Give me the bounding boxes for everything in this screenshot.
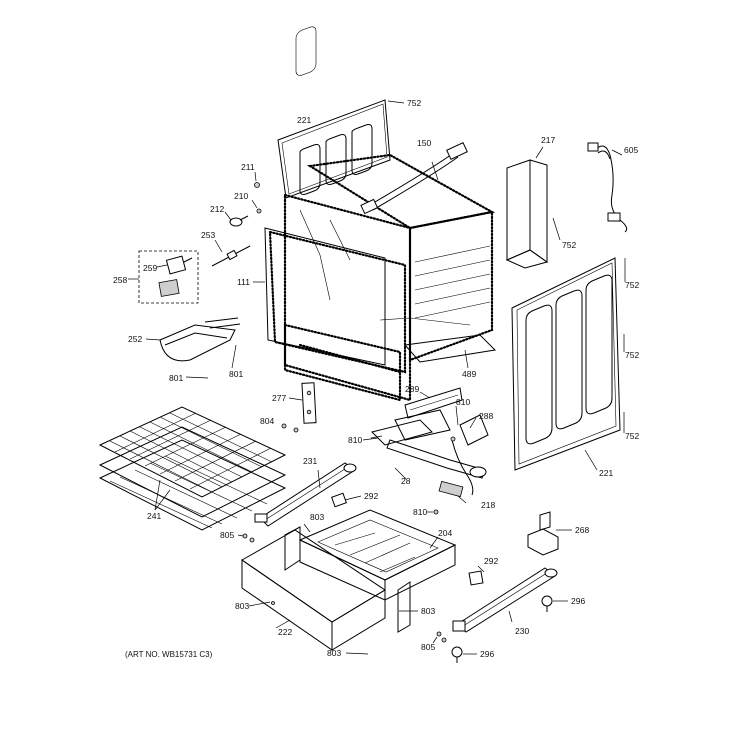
drawer-front-222 xyxy=(241,523,418,655)
callout-752: 752 xyxy=(407,98,421,108)
bracket-217 xyxy=(505,146,549,269)
callout-803: 803 xyxy=(235,601,249,611)
callout-253: 253 xyxy=(201,230,215,240)
callout-210: 210 xyxy=(234,191,248,201)
callout-605: 605 xyxy=(624,145,638,155)
callout-752: 752 xyxy=(625,431,639,441)
callout-28: 28 xyxy=(401,476,411,486)
bracket-268 xyxy=(527,511,572,556)
bracket-277 xyxy=(281,382,317,433)
art-number: (ART NO. WB15731 C3) xyxy=(125,650,213,659)
small-parts-upper-left xyxy=(211,171,262,267)
callout-801: 801 xyxy=(169,373,183,383)
callout-289: 289 xyxy=(405,384,419,394)
wire-harness-150 xyxy=(360,142,468,215)
power-cord-605 xyxy=(587,142,628,233)
callout-222: 222 xyxy=(278,627,292,637)
callout-803: 803 xyxy=(310,512,324,522)
callout-241: 241 xyxy=(147,511,161,521)
callout-803: 803 xyxy=(327,648,341,658)
callout-752: 752 xyxy=(625,350,639,360)
callout-296: 296 xyxy=(571,596,585,606)
oven-cavity-frame xyxy=(268,153,497,402)
callout-230: 230 xyxy=(515,626,529,636)
callout-217: 217 xyxy=(541,135,555,145)
callout-259: 259 xyxy=(143,263,157,273)
rear-panel-221 xyxy=(277,26,405,199)
callout-804: 804 xyxy=(260,416,274,426)
drawer-slide-230 xyxy=(432,565,558,644)
callout-805: 805 xyxy=(421,642,435,652)
callout-150: 150 xyxy=(417,138,431,148)
callout-752: 752 xyxy=(625,280,639,290)
callout-292: 292 xyxy=(484,556,498,566)
callout-111: 111 xyxy=(237,277,250,287)
screws-296 xyxy=(451,595,568,663)
callout-810: 810 xyxy=(413,507,427,517)
oven-racks-241 xyxy=(98,406,287,531)
gasket-111 xyxy=(253,227,386,366)
callout-803: 803 xyxy=(421,606,435,616)
warming-drawer-204 xyxy=(298,509,457,601)
bake-element-252 xyxy=(145,317,241,379)
drawer-slide-231 xyxy=(237,462,362,543)
callout-231: 231 xyxy=(303,456,317,466)
callout-252: 252 xyxy=(128,334,142,344)
kit-258 xyxy=(128,250,199,304)
callout-288: 288 xyxy=(479,411,493,421)
callout-277: 277 xyxy=(272,393,286,403)
callout-752: 752 xyxy=(562,240,576,250)
callout-296: 296 xyxy=(480,649,494,659)
burner-assembly xyxy=(362,387,489,515)
side-panel-221 xyxy=(511,257,621,471)
callout-211: 211 xyxy=(241,162,255,172)
callout-204: 204 xyxy=(438,528,452,538)
callout-218: 218 xyxy=(481,500,495,510)
callout-221: 221 xyxy=(599,468,613,478)
callout-801: 801 xyxy=(229,369,243,379)
callout-292: 292 xyxy=(364,491,378,501)
callout-810: 810 xyxy=(456,397,470,407)
callout-212: 212 xyxy=(210,204,224,214)
callout-805: 805 xyxy=(220,530,234,540)
callout-labels: 221 752 150 217 605 211 210 212 253 259 … xyxy=(113,98,639,659)
callout-221: 221 xyxy=(297,115,311,125)
callout-258: 258 xyxy=(113,275,127,285)
callout-489: 489 xyxy=(462,369,476,379)
callout-810: 810 xyxy=(348,435,362,445)
leader-lines xyxy=(370,217,626,439)
callout-268: 268 xyxy=(575,525,589,535)
